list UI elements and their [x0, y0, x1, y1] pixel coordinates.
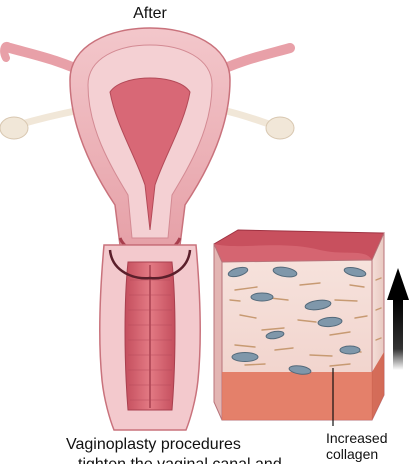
collagen-tissue-block — [214, 230, 384, 426]
left-ovary — [0, 110, 80, 139]
caption-line-1: Vaginoplasty procedures — [66, 436, 241, 454]
annotation-line-1: Increased — [326, 430, 387, 446]
collagen-annotation: Increased collagen — [326, 430, 387, 462]
increase-arrow — [387, 268, 409, 370]
annotation-line-2: collagen — [326, 446, 387, 462]
right-ovary — [222, 110, 294, 139]
caption-line-2: tighten the vaginal canal and — [78, 456, 282, 464]
uterus — [70, 28, 230, 256]
